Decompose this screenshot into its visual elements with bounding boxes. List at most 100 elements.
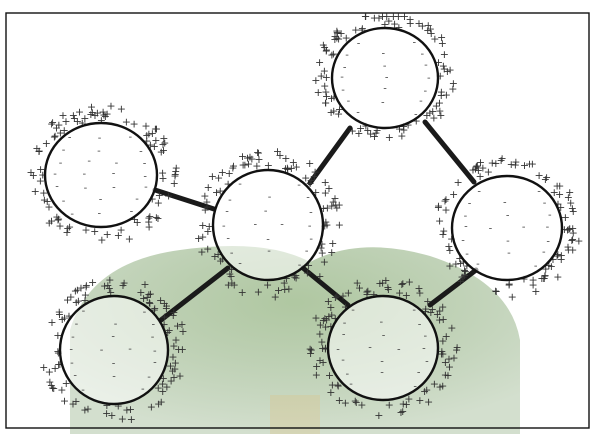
plus-charge: + [458, 270, 467, 283]
plus-charge: + [520, 159, 529, 172]
plus-charge: + [154, 196, 163, 209]
plus-charge: + [460, 269, 469, 282]
plus-charge: + [50, 362, 59, 375]
minus-charge: - [53, 169, 57, 180]
plus-charge: + [353, 277, 362, 290]
plus-charge: + [61, 115, 70, 128]
plus-charge: + [491, 285, 500, 298]
plus-charge: + [564, 243, 573, 256]
minus-charge: - [147, 372, 151, 383]
plus-charge: + [53, 345, 62, 358]
plus-charge: + [435, 381, 444, 394]
plus-charge: + [445, 260, 454, 273]
plus-charge: + [122, 404, 131, 417]
plus-charge: + [322, 90, 331, 103]
minus-charge: - [139, 146, 143, 157]
plus-charge: + [342, 31, 351, 44]
minus-charge: - [383, 61, 387, 72]
plus-charge: + [544, 259, 553, 272]
plus-charge: + [166, 359, 175, 372]
plus-charge: + [438, 37, 447, 50]
plus-charge: + [332, 289, 341, 302]
plus-charge: + [158, 167, 167, 180]
plus-charge: + [304, 259, 313, 272]
plus-charge: + [370, 130, 379, 143]
minus-charge: - [543, 198, 547, 209]
plus-charge: + [170, 362, 179, 375]
halo-top: ++++++++++++++++++++++++++++++++++++++++… [311, 10, 458, 144]
plus-charge: + [438, 301, 447, 314]
plus-charge: + [475, 170, 484, 183]
plus-charge: + [448, 83, 457, 96]
plus-charge: + [439, 313, 448, 326]
plus-charge: + [155, 189, 164, 202]
plus-charge: + [459, 256, 468, 269]
plus-charge: + [320, 65, 329, 78]
plus-charge: + [344, 286, 353, 299]
plus-charge: + [330, 30, 339, 43]
plus-charge: + [311, 74, 320, 87]
plus-charge: + [547, 260, 556, 273]
plus-charge: + [326, 386, 335, 399]
plus-charge: + [378, 10, 387, 23]
minus-charge: - [230, 248, 234, 259]
plus-charge: + [146, 288, 155, 301]
minus-charge: - [112, 372, 116, 383]
plus-charge: + [90, 225, 99, 238]
plus-charge: + [320, 312, 329, 325]
plus-charge: + [322, 313, 331, 326]
plus-charge: + [60, 312, 69, 325]
plus-charge: + [311, 186, 320, 199]
minus-charge: - [97, 146, 101, 157]
minus-charge: - [342, 329, 346, 340]
minus-charge: - [465, 249, 469, 260]
plus-charge: + [460, 264, 469, 277]
plus-charge: + [329, 196, 338, 209]
plus-charge: + [402, 398, 411, 411]
plus-charge: + [328, 378, 337, 391]
plus-charge: + [125, 233, 134, 246]
minus-charge: - [542, 247, 546, 258]
plus-charge: + [328, 237, 337, 250]
plus-charge: + [43, 195, 52, 208]
plus-charge: + [414, 282, 423, 295]
plus-charge: + [116, 224, 125, 237]
minus-charge: - [112, 182, 116, 193]
plus-charge: + [305, 157, 314, 170]
plus-charge: + [541, 263, 550, 276]
plus-charge: + [441, 369, 450, 382]
plus-charge: + [321, 341, 330, 354]
plus-charge: + [253, 146, 262, 159]
plus-charge: + [227, 276, 236, 289]
plus-charge: + [36, 174, 45, 187]
plus-charge: + [118, 279, 127, 292]
plus-charge: + [212, 186, 221, 199]
plus-charge: + [471, 161, 480, 174]
plus-charge: + [428, 303, 437, 316]
plus-charge: + [390, 17, 399, 30]
plus-charge: + [40, 193, 49, 206]
minus-charge: - [55, 181, 59, 192]
plus-charge: + [144, 211, 153, 224]
plus-charge: + [319, 202, 328, 215]
halo-bottom-center: ++++++++++++++++++++++++++++++++++++++++… [305, 274, 461, 422]
plus-charge: + [327, 49, 336, 62]
minus-charge: - [546, 237, 550, 248]
plus-charge: + [335, 394, 344, 407]
plus-charge: + [341, 301, 350, 314]
minus-charge: - [397, 344, 401, 355]
plus-charge: + [567, 234, 576, 247]
minus-charge: - [419, 96, 423, 107]
minus-charge: - [267, 246, 271, 257]
plus-charge: + [68, 397, 77, 410]
minus-charge: - [70, 358, 74, 369]
plus-charge: + [421, 305, 430, 318]
plus-charge: + [56, 127, 65, 140]
minus-charge: - [351, 305, 355, 316]
plus-charge: + [165, 324, 174, 337]
plus-charge: + [439, 60, 448, 73]
plus-charge: + [214, 172, 223, 185]
plus-charge: + [565, 222, 574, 235]
plus-charge: + [169, 309, 178, 322]
plus-charge: + [157, 395, 166, 408]
